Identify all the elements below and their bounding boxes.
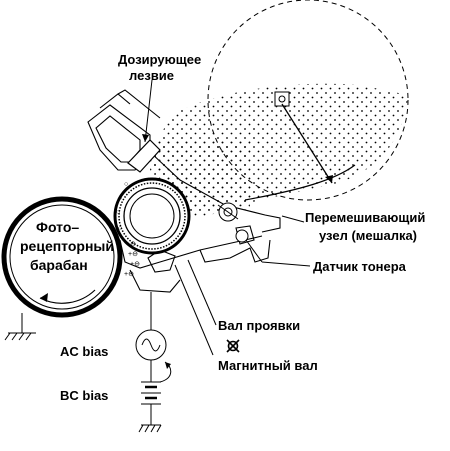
toner-sensor (217, 202, 263, 263)
mixer-label-1: Перемешивающий (305, 210, 425, 225)
svg-text:○: ○ (118, 195, 122, 202)
magnetic-roller (113, 177, 191, 255)
doctor-blade-label-2: лезвие (129, 68, 174, 83)
mixer-agitator (274, 91, 333, 184)
svg-text:○: ○ (116, 209, 120, 216)
svg-text:○: ○ (124, 181, 128, 188)
doctor-blade (127, 79, 161, 173)
magnet-pole-marks: ○ ○ ○ ○ +⊖ +⊖ +⊖ +⊖ (116, 181, 140, 278)
toner-sensor-label: Датчик тонера (313, 259, 407, 274)
photoreceptor-drum (1, 196, 123, 318)
svg-text:+⊖: +⊖ (124, 271, 134, 278)
svg-text:+⊖: +⊖ (126, 241, 136, 248)
drum-label-1: Фото– (36, 219, 79, 235)
leader-lines (174, 215, 311, 356)
svg-text:○: ○ (118, 225, 122, 232)
svg-text:+⊖: +⊖ (128, 251, 138, 258)
ac-bias-label: AC bias (60, 344, 108, 359)
dev-roller-label: Вал проявки (218, 318, 300, 333)
doctor-blade-label-1: Дозирующее (118, 52, 201, 67)
drum-label-3: барабан (30, 257, 88, 273)
bc-bias-label: BC bias (60, 388, 108, 403)
ground-symbol-drum (4, 313, 36, 341)
mixer-label-2: узел (мешалка) (319, 228, 417, 243)
drum-label-2: рецепторный (20, 238, 114, 254)
magnetic-roller-label: Магнитный вал (218, 358, 318, 373)
svg-text:+⊖: +⊖ (130, 261, 140, 268)
bias-circuit (135, 292, 172, 433)
dev-roller-symbol (226, 339, 240, 353)
